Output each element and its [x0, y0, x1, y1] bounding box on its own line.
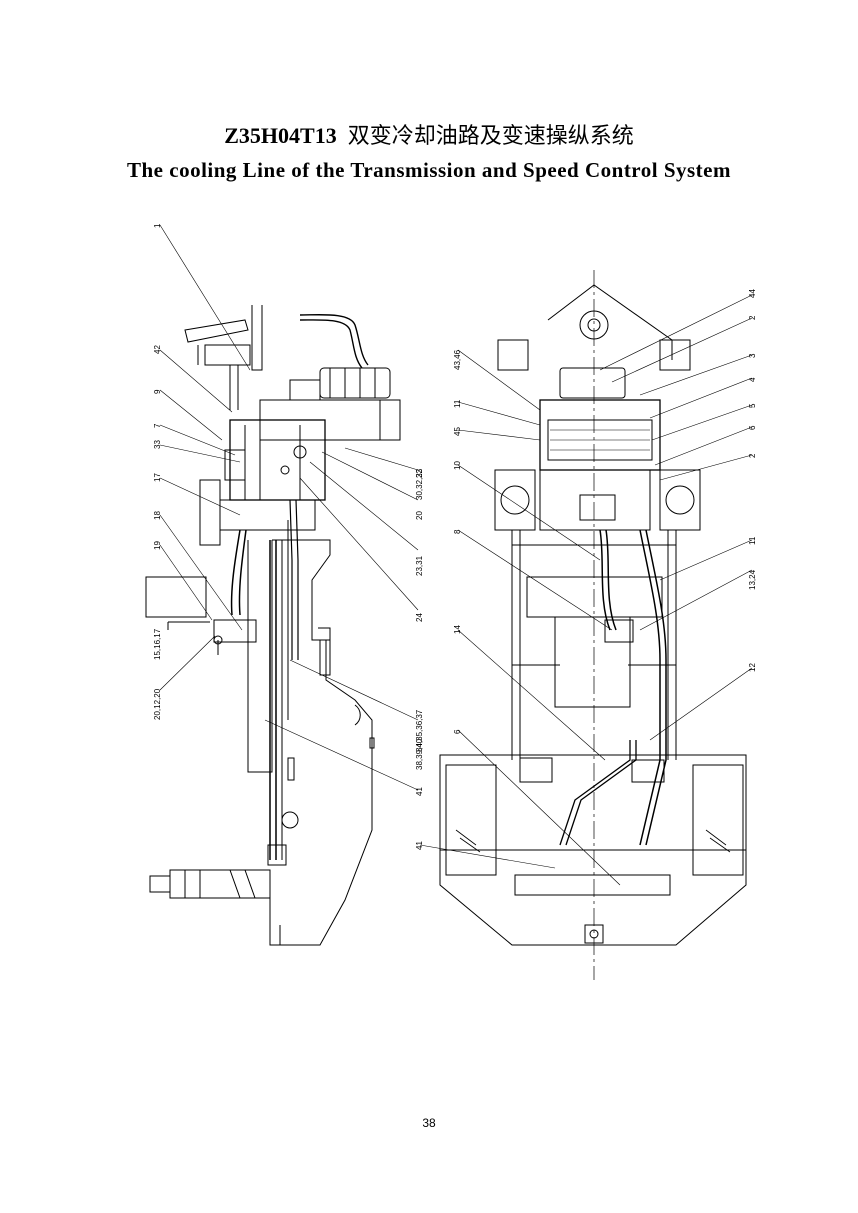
callout-label: 5 [748, 403, 757, 408]
callout-label: 41 [415, 787, 424, 796]
callout-label: 42 [153, 345, 162, 354]
callout-label: 19 [153, 541, 162, 550]
callout-label: 23,31 [415, 555, 424, 576]
callout-label: 44 [748, 289, 757, 298]
callout-label: 8 [453, 529, 462, 534]
callout-label: 14 [453, 625, 462, 634]
callout-label: 6 [748, 425, 757, 430]
callout-label: 33 [153, 440, 162, 449]
callout-label: 11 [453, 399, 462, 408]
callout-label: 11 [748, 536, 757, 545]
callout-label: 20 [415, 511, 424, 520]
callout-label: 3 [748, 353, 757, 358]
callout-label: 7 [153, 423, 162, 428]
left-callouts: 1 42 9 7 33 17 18 19 15,16,17 20,12,20 2… [153, 223, 424, 796]
title-code: Z35H04T13 [224, 123, 337, 148]
callout-label: 18 [153, 511, 162, 520]
title-chinese-text: 双变冷却油路及变速操纵系统 [347, 123, 634, 148]
callout-label: 17 [153, 473, 162, 482]
callout-label: 43,46 [453, 349, 462, 370]
callout-label: 9 [153, 389, 162, 394]
callout-label: 6 [453, 729, 462, 734]
callout-label: 41 [415, 841, 424, 850]
callout-label: 45 [453, 427, 462, 436]
callout-label: 2 [748, 315, 757, 320]
callout-label: 20,12,20 [153, 688, 162, 720]
callout-label: 34,35,36,37 [415, 709, 424, 752]
callout-label: 15,16,17 [153, 628, 162, 660]
callout-label: 22 [415, 469, 424, 478]
callout-label: 4 [748, 377, 757, 382]
title-english: The cooling Line of the Transmission and… [127, 158, 731, 182]
side-view [145, 224, 419, 946]
callout-label: 38,39,40 [415, 738, 424, 770]
title-chinese: Z35H04T13 双变冷却油路及变速操纵系统 [0, 118, 858, 150]
callout-label: 30,32,33 [415, 468, 424, 500]
callout-label: 13,24 [748, 569, 757, 590]
page-number: 38 [422, 1116, 436, 1130]
callout-label: 12 [748, 663, 757, 672]
callout-label: 1 [153, 223, 162, 228]
right-callouts: 44 2 3 4 5 6 2 11 13,24 12 43,46 11 45 1… [415, 289, 757, 850]
callout-label: 24 [415, 613, 424, 622]
plan-view [419, 270, 753, 980]
callout-label: 2 [748, 453, 757, 458]
callout-label: 10 [453, 461, 462, 470]
